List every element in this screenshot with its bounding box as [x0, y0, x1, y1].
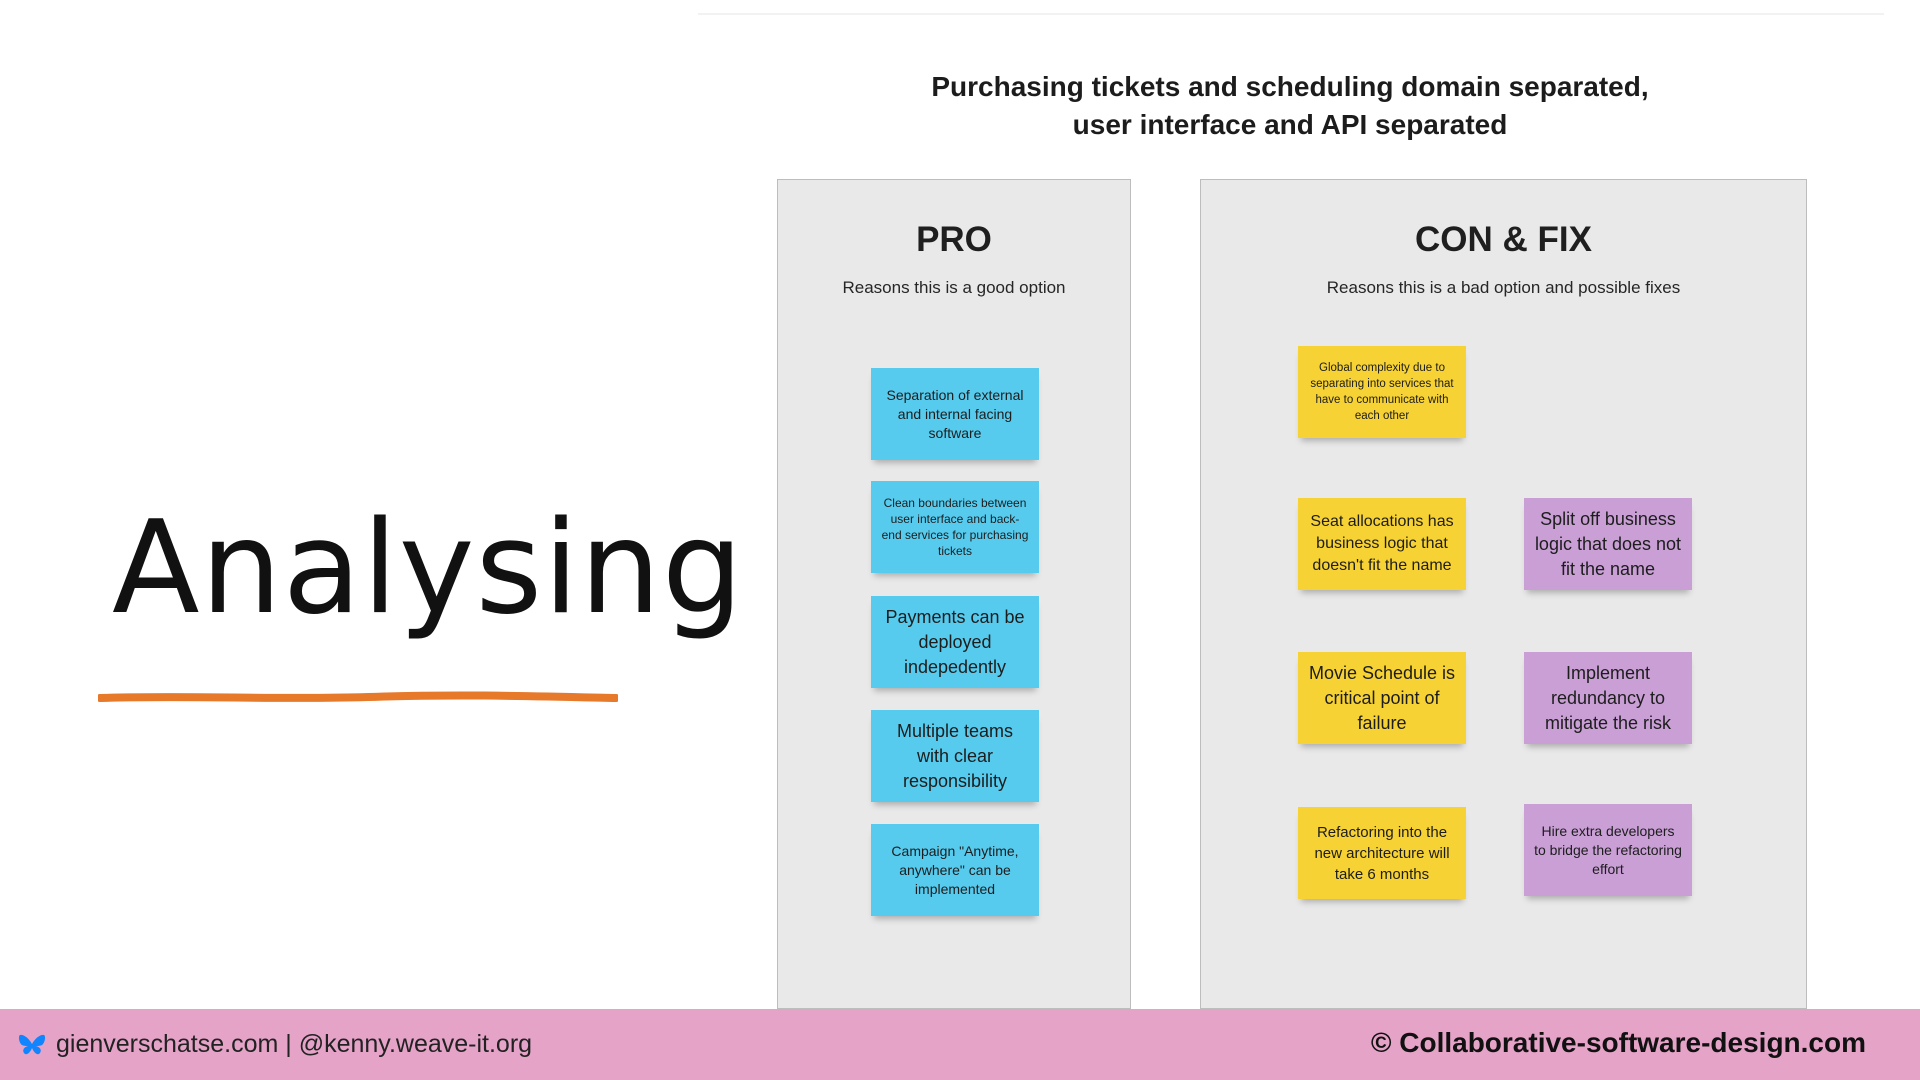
title-underline	[98, 691, 618, 702]
pro-panel: PRO Reasons this is a good option Separa…	[777, 179, 1131, 1009]
con-fix-subtitle: Reasons this is a bad option and possibl…	[1326, 278, 1681, 297]
top-divider	[698, 13, 1884, 15]
pro-subtitle: Reasons this is a good option	[842, 278, 1066, 297]
pro-note[interactable]: Payments can be deployed indepedently	[871, 596, 1039, 688]
pro-note[interactable]: Campaign "Anytime, anywhere" can be impl…	[871, 824, 1039, 916]
butterfly-icon	[18, 1034, 46, 1054]
footer-left: gienverschatse.com | @kenny.weave-it.org	[18, 1030, 532, 1059]
con-note[interactable]: Movie Schedule is critical point of fail…	[1298, 652, 1466, 744]
pro-note[interactable]: Multiple teams with clear responsibility	[871, 710, 1039, 802]
slide-title: Analysing	[112, 494, 745, 643]
fix-note[interactable]: Hire extra developers to bridge the refa…	[1524, 804, 1692, 896]
pro-note[interactable]: Separation of external and internal faci…	[871, 368, 1039, 460]
con-fix-heading: CON & FIX	[1415, 220, 1592, 259]
con-note[interactable]: Refactoring into the new architecture wi…	[1298, 807, 1466, 899]
board-title-line-2: user interface and API separated	[1072, 109, 1508, 140]
con-note[interactable]: Global complexity due to separating into…	[1298, 346, 1466, 438]
footer-contact[interactable]: gienverschatse.com | @kenny.weave-it.org	[56, 1030, 533, 1058]
footer-bar: gienverschatse.com | @kenny.weave-it.org…	[0, 1009, 1920, 1080]
board-title: Purchasing tickets and scheduling domain…	[840, 68, 1740, 144]
fix-note[interactable]: Split off business logic that does not f…	[1524, 498, 1692, 590]
pro-heading: PRO	[916, 220, 992, 259]
fix-note[interactable]: Implement redundancy to mitigate the ris…	[1524, 652, 1692, 744]
con-fix-panel: CON & FIX Reasons this is a bad option a…	[1200, 179, 1807, 1009]
footer-copyright[interactable]: © Collaborative-software-design.com	[1370, 1027, 1866, 1058]
pro-note[interactable]: Clean boundaries between user interface …	[871, 481, 1039, 573]
board-title-line-1: Purchasing tickets and scheduling domain…	[931, 71, 1649, 102]
con-note[interactable]: Seat allocations has business logic that…	[1298, 498, 1466, 590]
